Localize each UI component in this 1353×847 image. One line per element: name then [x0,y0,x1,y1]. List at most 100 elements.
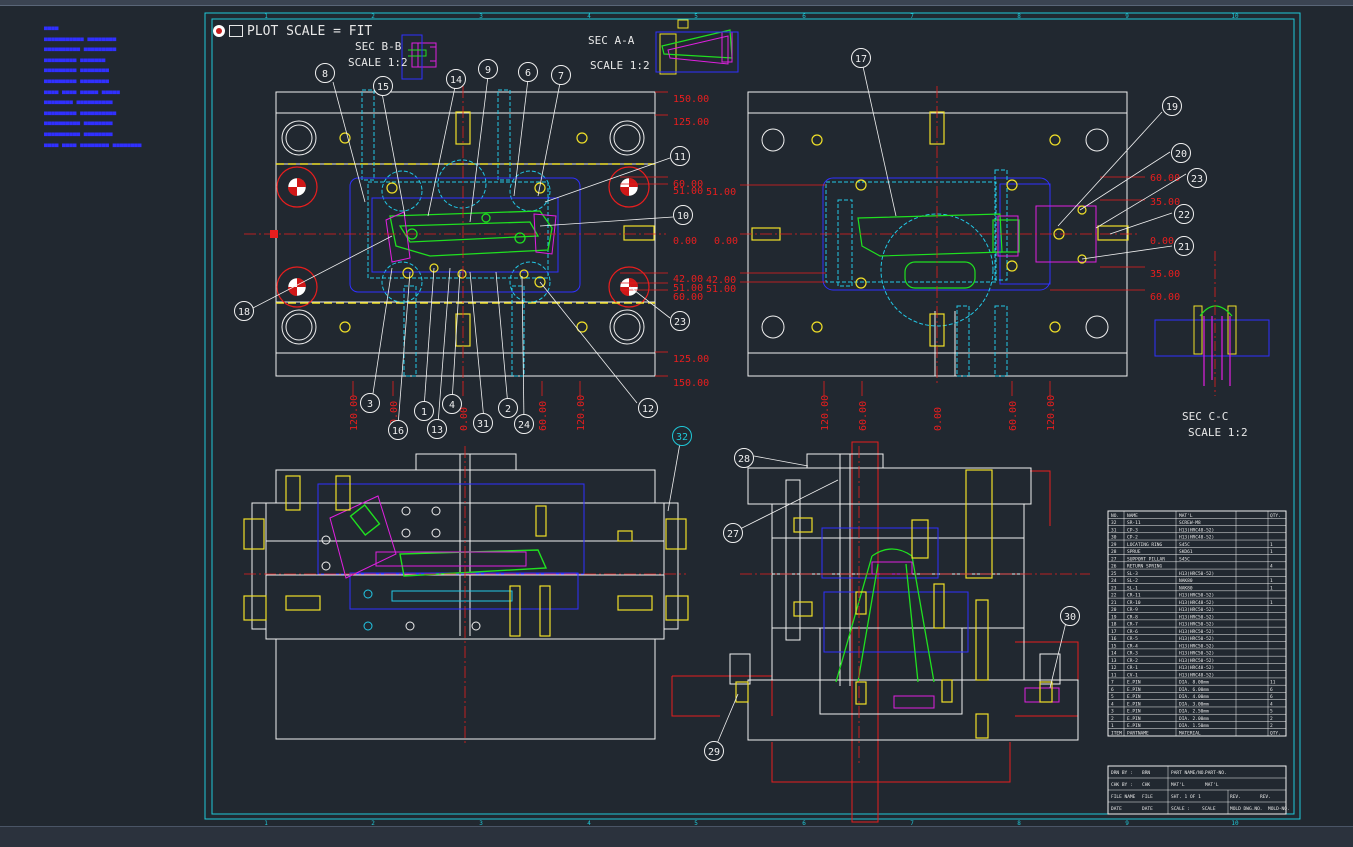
bom-header-cell: NAME [1127,513,1138,519]
bom-cell: 17 [1111,629,1117,635]
bom-cell: E.PIN [1127,709,1141,715]
note-line: ■■■■■■■■■ ■■■■■■■■ [44,67,110,75]
title-block-cell: REV. [1230,794,1241,800]
bom-cell: 22 [1111,593,1117,599]
balloon-label: 15 [377,82,389,93]
sec-aa-scale: SCALE 1:2 [590,59,650,72]
dimension-label: 60.00 [858,401,869,431]
border-number-top: 1 [264,13,268,20]
section-cc-detail: SEC C-C SCALE 1:2 [1154,251,1270,439]
bom-cell: H13(HRC48-52) [1179,672,1214,678]
title-block-cell: DRN BY : [1111,770,1133,776]
note-line: ■■■■ ■■■■ ■■■■■■■■ ■■■■■■■■ [44,141,142,149]
plan-view-left: 150.00125.0060.0051.000.0042.0051.0060.0… [244,86,709,431]
balloon-circle [473,413,493,433]
bom-cell: NAK80 [1179,585,1193,591]
balloon-circle [1171,143,1191,163]
title-block-cell: DATE [1111,806,1122,812]
balloon-label: 4 [449,400,455,411]
plot-scale-icon [213,25,225,37]
border-number-bottom: 10 [1231,820,1239,826]
bom-cell: H13(HRC50-52) [1179,658,1214,664]
balloon-circle [672,426,692,446]
bom-cell: 24 [1111,578,1117,584]
bom-cell: CR-7 [1127,622,1138,628]
bom-cell: SPRUE [1127,549,1141,555]
bom-cell: E.PIN [1127,723,1141,729]
balloon-label: 29 [708,747,720,758]
bom-cell: CR-1 [1127,665,1138,671]
section-bb-detail: SEC B-B SCALE 1:2 [348,34,437,80]
leader-lines [252,61,1187,747]
bom-cell: H13(HRC48-52) [1179,535,1214,541]
balloon-circle [414,401,434,421]
balloon-label: 24 [518,420,530,431]
balloon-circle [704,741,724,761]
bom-cell: CR-4 [1127,643,1138,649]
bom-cell: 14 [1111,651,1117,657]
dimension-label: 51.00 [706,284,736,295]
balloon-label: 9 [485,65,491,76]
border-number-top: 2 [371,13,375,20]
dimension-label: 120.00 [1046,395,1057,431]
balloon-circle [514,414,534,434]
dimension-label: 60.00 [1150,292,1180,303]
balloon-circle [1187,168,1207,188]
technical-notes: ■■■■■■■■■■■■■■■ ■■■■■■■■■■■■■■■■■■ ■■■■■… [44,24,209,151]
balloon-circle [388,420,408,440]
bom-cell: E.PIN [1127,716,1141,722]
dimension-label: 0.00 [459,407,470,431]
bom-cell: 1 [1270,542,1273,548]
bom-cell: H13(HRC48-52) [1179,600,1214,606]
bom-cell: SCREW-M8 [1179,520,1201,526]
title-block-cell: MOLD DWG.NO. [1230,806,1263,812]
dimension-label: 60.00 [538,401,549,431]
bom-cell: CP-3 [1127,527,1138,533]
balloon-circle [734,448,754,468]
bom-footer-cell: MATERIAL [1179,731,1201,737]
note-line: ■■■■ [44,25,59,32]
balloon-label: 2 [505,404,511,415]
bom-cell: CR-8 [1127,614,1138,620]
title-block-cell: MAT'L [1205,782,1219,788]
balloon-circle [478,59,498,79]
balloon-label: 13 [431,425,443,436]
bom-cell: 32 [1111,520,1117,526]
title-block-cell: MOLD-NO. [1268,806,1290,812]
balloon-label: 32 [676,432,688,443]
bom-cell: CR-5 [1127,636,1138,642]
balloon-label: 27 [727,529,739,540]
plot-scale-indicator[interactable]: PLOT SCALE = FIT [213,22,372,40]
bom-cell: 1 [1270,549,1273,555]
balloon-label: 22 [1178,210,1190,221]
balloon-circle [373,76,393,96]
dimension-label: 120.00 [576,395,587,431]
dimension-label: 51.00 [673,283,703,294]
balloon-circle [446,69,466,89]
bom-cell: 31 [1111,527,1117,533]
title-block-cell: SCALE : [1171,806,1190,812]
balloon-circle [360,393,380,413]
balloon-circle [723,523,743,543]
note-line: ■■■■■■■■■ ■■■■■■■■ [44,77,110,85]
drawing-frame [204,12,1301,820]
title-block-cell: SCALE [1202,806,1216,812]
balloon-circle [851,48,871,68]
balloon-label: 3 [367,399,373,410]
bom-cell: DIA. 6.00mm [1179,687,1209,693]
dimension-label: 51.00 [673,186,703,197]
dimension-label: 35.00 [1150,197,1180,208]
title-block-cell: BRN [1142,770,1150,776]
bom-cell: 1 [1270,585,1273,591]
balloon-label: 17 [855,54,867,65]
bom-cell: 19 [1111,614,1117,620]
bom-cell: DIA. 4.00mm [1179,694,1209,700]
border-number-bottom: 8 [1017,820,1021,826]
bom-cell: H13(HRC50-52) [1179,607,1214,613]
bom-cell: 16 [1111,636,1117,642]
bom-cell: 4 [1270,701,1273,707]
